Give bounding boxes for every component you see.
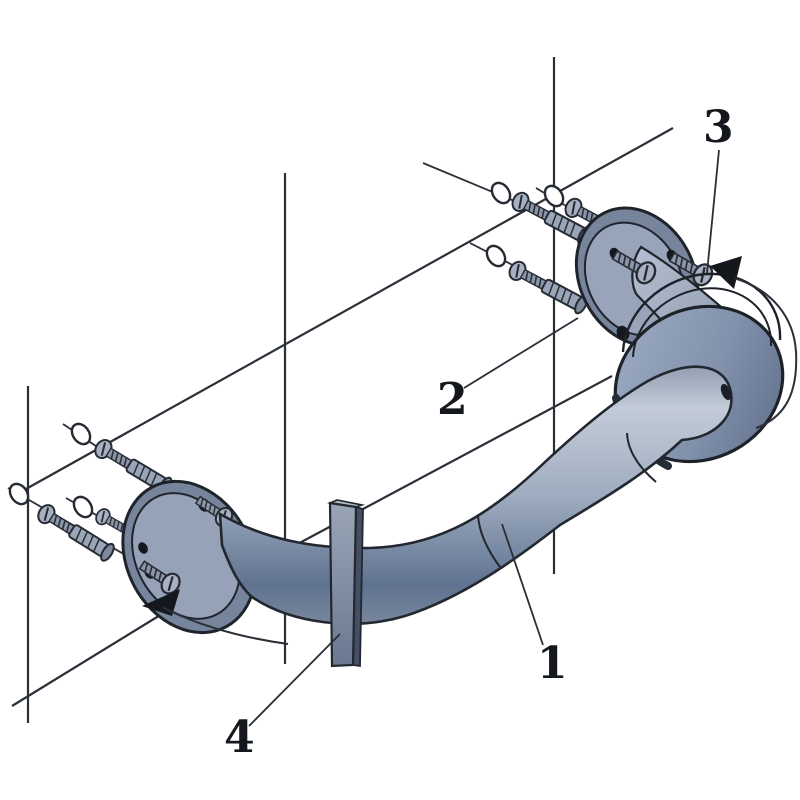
- wall-edge-lines: [11, 57, 674, 723]
- rotation-arc-icon: [161, 606, 289, 645]
- bell-rim-line: [621, 272, 782, 353]
- rotation-arc-icon: [733, 277, 798, 429]
- tube-end-slot: [720, 383, 732, 401]
- washer-icon: [66, 419, 96, 449]
- callout-4-leader: [248, 633, 341, 727]
- callout-label-2: 2: [437, 374, 468, 425]
- wall-bottom-edge-line-right: [261, 375, 613, 564]
- bell-rim-line: [632, 287, 773, 358]
- washer-icon: [539, 181, 569, 211]
- washer-icon: [68, 492, 98, 522]
- rotation-arrowhead-icon: [710, 256, 742, 289]
- tube-joint-line: [477, 515, 501, 568]
- grab-bar-tube: [218, 365, 733, 625]
- washer-icon: [481, 241, 511, 271]
- callout-label-3: 3: [703, 102, 734, 153]
- callout-label-1: 1: [537, 638, 568, 689]
- callout-1-leader: [501, 523, 544, 646]
- callout-label-4: 4: [224, 712, 255, 763]
- wall-top-edge-line: [16, 127, 674, 495]
- callout-2-leader: [463, 317, 579, 389]
- wall-bottom-edge-line-left: [11, 605, 176, 707]
- right-rotation-arrow: [710, 256, 798, 429]
- callout-leaders: [248, 149, 720, 727]
- washer-icon: [486, 178, 516, 208]
- tube-joint-line: [626, 432, 657, 483]
- callout-3-leader: [706, 149, 720, 274]
- flange-hole: [138, 542, 148, 554]
- callout-labels: 1 2 3 4: [224, 102, 734, 763]
- cover-plate: [327, 499, 366, 668]
- rotation-arrowhead-icon: [142, 589, 180, 616]
